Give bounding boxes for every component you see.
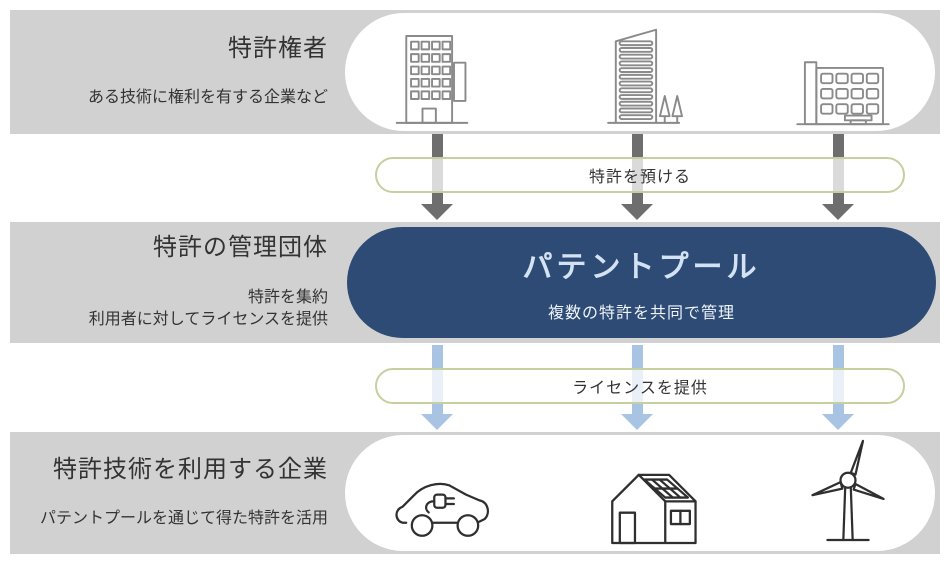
patent-users-icon-panel	[345, 435, 935, 551]
band-patent-users: 特許技術を利用する企業 パテントプールを通じて得た特許を活用	[10, 432, 940, 554]
provide-license-label-pill: ライセンスを提供	[375, 368, 905, 404]
patent-manager-subtitle-line2: 利用者に対してライセンスを提供	[88, 310, 328, 328]
patent-pool-box: パテントプール 複数の特許を共同で管理	[347, 227, 936, 338]
patent-manager-label-block: 特許の管理団体 特許を集約 利用者に対してライセンスを提供	[24, 222, 328, 343]
patent-manager-subtitle: 特許を集約 利用者に対してライセンスを提供	[89, 287, 328, 331]
electric-car-icon	[395, 482, 489, 537]
patent-users-title: 特許技術を利用する企業	[53, 455, 328, 483]
band-patent-holders: 特許権者 ある技術に権利を有する企業など	[10, 10, 940, 134]
low-rise-building-icon	[796, 61, 890, 126]
patent-manager-subtitle-line1: 特許を集約	[247, 288, 328, 306]
deposit-patents-label: 特許を預ける	[588, 169, 691, 186]
solar-house-icon	[611, 473, 697, 545]
skyscraper-icon	[607, 28, 683, 124]
band-patent-manager: 特許の管理団体 特許を集約 利用者に対してライセンスを提供 パテントプール 複数…	[10, 222, 940, 343]
patent-holders-title: 特許権者	[228, 34, 328, 62]
wind-turbine-icon	[811, 439, 885, 542]
office-building-icon	[395, 35, 469, 124]
patent-manager-title: 特許の管理団体	[153, 234, 328, 262]
patent-pool-subtitle: 複数の特許を共同で管理	[547, 305, 735, 322]
patent-pool-title: パテントプール	[522, 251, 761, 284]
patent-holders-subtitle: ある技術に権利を有する企業など	[87, 89, 328, 107]
patent-users-subtitle: パテントプールを通じて得た特許を活用	[39, 510, 328, 528]
patent-holders-label-block: 特許権者 ある技術に権利を有する企業など	[24, 10, 328, 134]
provide-license-label: ライセンスを提供	[572, 380, 708, 397]
deposit-patents-label-pill: 特許を預ける	[375, 157, 905, 193]
patent-users-label-block: 特許技術を利用する企業 パテントプールを通じて得た特許を活用	[24, 432, 328, 554]
patent-holders-icon-panel	[345, 13, 935, 131]
